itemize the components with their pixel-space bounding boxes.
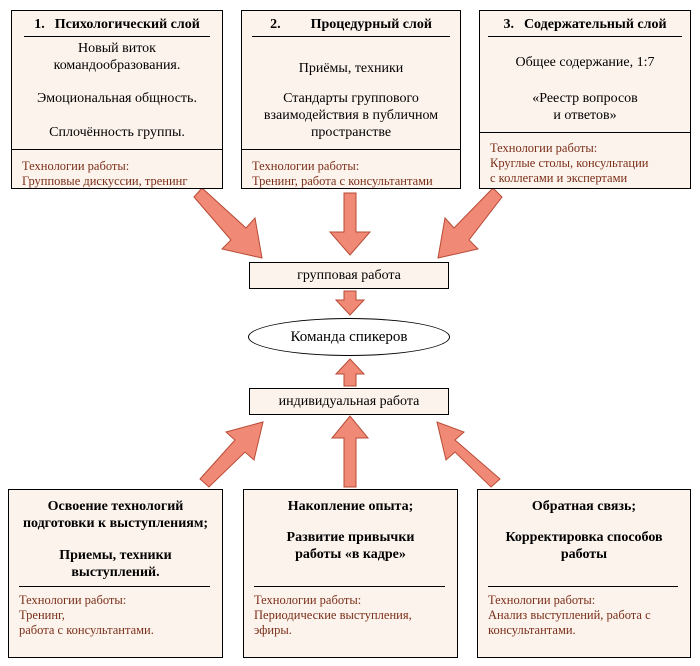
separator [12, 149, 222, 150]
separator [488, 586, 678, 587]
group-work-box: групповая работа [249, 262, 449, 289]
content-line-3: и ответов» [553, 108, 617, 123]
mastery-line-4: выступлений. [71, 565, 160, 580]
tech-line: Тренинг, работа с консультантами [252, 174, 433, 188]
tech-label: Технологии работы: [488, 593, 596, 607]
psych-line-3: Эмоциональная общность. [37, 91, 197, 106]
tech-line: Групповые дискуссии, тренинг [22, 174, 188, 188]
content-layer-title: 3. Содержательный слой [480, 17, 690, 33]
separator [480, 132, 690, 133]
psych-line-4: Сплочённость группы. [49, 125, 185, 140]
tech-line: с коллегами и экспертами [490, 171, 628, 185]
tech-label: Технологии работы: [22, 159, 130, 173]
tech-line: работа с консультантами. [19, 623, 154, 637]
group-work-label: групповая работа [297, 268, 401, 283]
arrow-content-to-group [437, 187, 503, 259]
tech-line: консультантами. [488, 623, 576, 637]
arrow-proc-to-group [328, 192, 372, 256]
individual-work-label: индивидуальная работа [278, 394, 420, 409]
psychological-layer-box: 1. Психологический слой Новый виток коман… [11, 10, 223, 189]
feedback-tech: Технологии работы: Анализ выступлений, р… [488, 593, 686, 638]
proc-line-3: взаимодействия в публичном [263, 108, 439, 123]
layer-number: 3. [503, 17, 514, 32]
experience-line-1: Накопление опыта; [287, 499, 414, 514]
proc-line-4: пространстве [310, 125, 392, 140]
tech-line: Тренинг, [19, 608, 65, 622]
layer-title-text: Психологический слой [54, 17, 200, 32]
procedural-layer-title: 2. Процедурный слой [242, 17, 460, 33]
layer-title-text: Процедурный слой [310, 17, 432, 32]
mastery-box: Освоение технологий подготовки к выступл… [8, 489, 223, 658]
arrow-group-to-team [334, 290, 366, 316]
psych-line-2: командообразования. [53, 58, 181, 73]
separator [19, 586, 210, 587]
arrow-psych-to-group [193, 187, 263, 259]
mastery-line-2: подготовки к выступлениям; [22, 516, 209, 531]
psych-line-1: Новый виток [78, 41, 156, 56]
mastery-tech: Технологии работы: Тренинг, работа с кон… [19, 593, 218, 638]
speaker-team-ellipse: Команда спикеров [248, 318, 450, 356]
tech-line: Анализ выступлений, работа с [488, 608, 651, 622]
separator [254, 586, 445, 587]
arrow-feedback-to-individual [436, 421, 501, 488]
tech-line: эфиры. [254, 623, 292, 637]
feedback-line-2: Корректировка способов [505, 530, 663, 545]
tech-line: Периодические выступления, [254, 608, 412, 622]
tech-label: Технологии работы: [252, 159, 360, 173]
feedback-line-1: Обратная связь; [531, 499, 637, 514]
procedural-layer-box: 2. Процедурный слой Приёмы, техники Станд… [241, 10, 461, 189]
proc-tech: Технологии работы: Тренинг, работа с кон… [252, 159, 456, 189]
proc-line-1: Приёмы, техники [298, 61, 404, 76]
experience-tech: Технологии работы: Периодические выступл… [254, 593, 453, 638]
layer-number: 2. [270, 17, 281, 32]
title-underline [252, 36, 450, 37]
content-line-2: «Реестр вопросов [532, 91, 638, 106]
tech-label: Технологии работы: [254, 593, 362, 607]
experience-box: Накопление опыта; Развитие привычки рабо… [243, 489, 458, 658]
feedback-box: Обратная связь; Корректировка способов р… [477, 489, 691, 658]
arrow-mastery-to-individual [199, 421, 264, 488]
layer-title-text: Содержательный слой [523, 17, 667, 32]
content-line-1: Общее содержание, 1:7 [515, 55, 655, 70]
tech-line: Круглые столы, консультации [490, 156, 649, 170]
mastery-line-3: Приемы, техники [59, 548, 172, 563]
tech-label: Технологии работы: [19, 593, 127, 607]
experience-line-3: работы «в кадре» [295, 547, 406, 562]
psych-tech: Технологии работы: Групповые дискуссии, … [22, 159, 218, 189]
mastery-line-1: Освоение технологий [47, 499, 184, 514]
separator [242, 149, 460, 150]
title-underline [488, 36, 682, 37]
arrow-experience-to-individual [330, 415, 370, 488]
content-layer-box: 3. Содержательный слой Общее содержание, … [479, 10, 691, 189]
speaker-team-label: Команда спикеров [290, 329, 408, 345]
experience-line-2: Развитие привычки [286, 530, 415, 545]
content-tech: Технологии работы: Круглые столы, консул… [490, 141, 686, 186]
tech-label: Технологии работы: [490, 141, 598, 155]
arrow-individual-to-team [334, 358, 366, 387]
layer-number: 1. [34, 17, 45, 32]
title-underline [24, 36, 210, 37]
proc-line-2: Стандарты группового [283, 91, 419, 106]
psychological-layer-title: 1. Психологический слой [12, 17, 222, 33]
feedback-line-3: работы [560, 547, 608, 562]
individual-work-box: индивидуальная работа [249, 388, 449, 415]
